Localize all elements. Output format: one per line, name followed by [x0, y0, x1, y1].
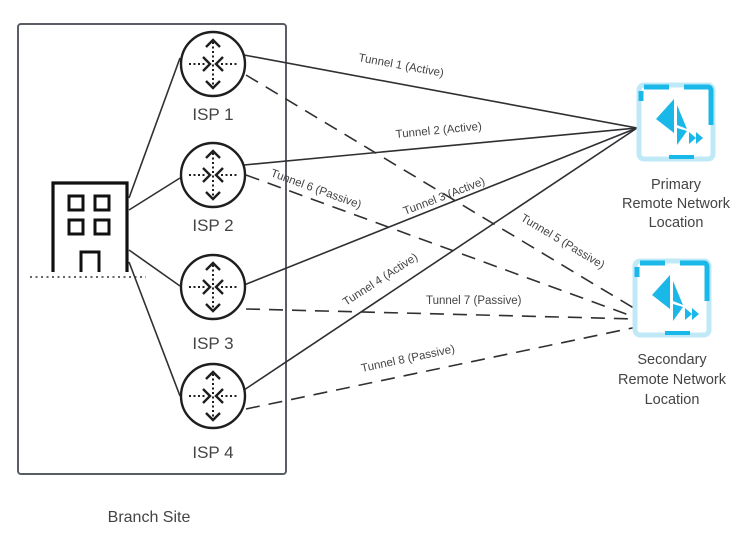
secondary-location-line2: Remote Network	[618, 372, 727, 388]
remote-network-icon	[639, 85, 713, 159]
secondary-location-line3: Location	[645, 392, 700, 408]
branch-site-boundary	[17, 23, 287, 475]
secondary-remote-network[interactable]: Secondary Remote Network Location	[618, 261, 727, 408]
isp-3-label: ISP 3	[192, 334, 233, 353]
tunnel-8-label: Tunnel 8 (Passive)	[360, 343, 456, 375]
tunnel-2-label: Tunnel 2 (Active)	[395, 121, 482, 141]
router-icon	[179, 253, 247, 321]
primary-location-line2: Remote Network	[622, 196, 731, 212]
router-icon	[179, 30, 247, 98]
primary-remote-network[interactable]: Primary Remote Network Location	[622, 85, 731, 231]
secondary-location-line1: Secondary	[637, 352, 707, 368]
office-building-icon	[30, 181, 146, 278]
branch-site-label: Branch Site	[108, 509, 191, 526]
link-building-isp4	[128, 261, 181, 397]
tunnel-8-line	[245, 326, 638, 410]
tunnel-7-line	[245, 308, 638, 320]
tunnel-labels: Tunnel 1 (Active) Tunnel 2 (Active) Tunn…	[269, 52, 607, 375]
isp-4-router[interactable]: ISP 4	[179, 362, 247, 462]
isp-1-router[interactable]: ISP 1	[179, 30, 247, 124]
remote-network-icon	[635, 261, 709, 335]
tunnel-5-label: Tunnel 5 (Passive)	[518, 212, 606, 272]
primary-location-line1: Primary	[651, 177, 702, 193]
tunnel-7-label: Tunnel 7 (Passive)	[426, 295, 522, 307]
tunnel-2-line	[243, 127, 638, 166]
tunnel-6-label: Tunnel 6 (Passive)	[269, 168, 363, 212]
router-icon	[179, 141, 247, 209]
link-building-isp2	[128, 177, 181, 211]
isp-4-label: ISP 4	[192, 443, 233, 462]
tunnel-3-line	[243, 127, 638, 286]
tunnel-5-line	[245, 74, 638, 311]
tunnel-1-label: Tunnel 1 (Active)	[357, 52, 444, 80]
tunnels	[243, 54, 638, 410]
link-building-isp1	[128, 57, 181, 199]
router-icon	[179, 362, 247, 430]
isp-2-label: ISP 2	[192, 216, 233, 235]
isp-2-router[interactable]: ISP 2	[179, 141, 247, 235]
building-isp-links	[128, 57, 181, 397]
isp-3-router[interactable]: ISP 3	[179, 253, 247, 353]
primary-location-line3: Location	[649, 215, 704, 231]
isp-1-label: ISP 1	[192, 105, 233, 124]
link-building-isp3	[128, 249, 181, 287]
tunnel-6-line	[245, 174, 638, 319]
tunnel-1-line	[243, 54, 638, 129]
tunnel-4-line	[243, 127, 638, 391]
